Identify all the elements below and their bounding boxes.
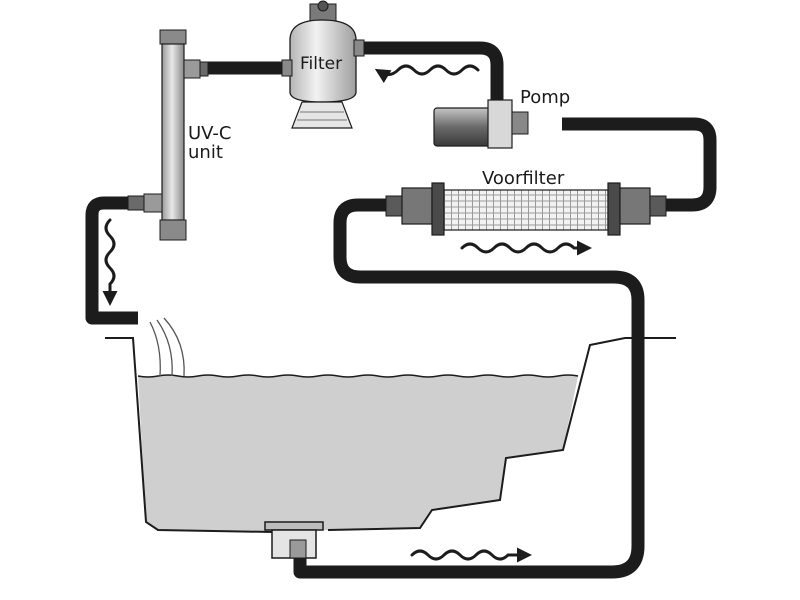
- pomp-motor-housing: [433, 107, 493, 147]
- filter-tank: [289, 19, 357, 103]
- uvc-bottom-fitting: [127, 195, 145, 211]
- voorfilter-right-cap-outer: [649, 195, 667, 217]
- filter-label: Filter: [300, 54, 343, 74]
- pomp-outlet: [511, 111, 529, 135]
- pond-rim: [105, 337, 676, 533]
- bottom-drain: [264, 521, 324, 559]
- pomp-label: Pomp: [520, 87, 571, 108]
- bottom-drain-outlet: [289, 539, 307, 559]
- pond-water: [138, 375, 578, 532]
- uvc-label: UV-C unit: [188, 123, 232, 163]
- flow-arrow-filter-to-pomp-side: [374, 64, 480, 84]
- pomp-device: [433, 99, 529, 149]
- filter-valve-knob: [317, 0, 329, 12]
- filter-stand: [291, 101, 353, 129]
- uvc-tube: [161, 43, 185, 221]
- pond: [105, 317, 676, 533]
- voorfilter-device: [385, 182, 667, 236]
- return-water-stream: [149, 317, 185, 377]
- voorfilter-left-collar: [431, 182, 445, 236]
- water-surface: [137, 374, 579, 378]
- voorfilter-left-cap-outer: [385, 195, 403, 217]
- voorfilter-right-cap: [619, 187, 651, 225]
- uvc-label-line2: unit: [188, 141, 223, 163]
- filter-right-port: [353, 39, 365, 57]
- flow-arrow-voorfilter: [460, 240, 592, 256]
- uvc-bottom-elbow: [143, 193, 163, 213]
- voorfilter-mesh-cylinder: [443, 189, 609, 231]
- flow-arrow-bottom: [410, 547, 532, 563]
- pipe-bottom-drain-to-voorfilter: [293, 198, 645, 579]
- filter-left-port: [281, 59, 293, 77]
- bottom-drain-flange: [264, 521, 324, 531]
- pipe-voorfilter-to-pomp: [562, 117, 717, 212]
- voorfilter-right-collar: [607, 182, 621, 236]
- flow-arrows: [102, 64, 592, 563]
- pipes: [85, 41, 717, 579]
- uvc-label-line1: UV-C: [188, 123, 232, 144]
- uvc-device: [127, 29, 209, 241]
- pipe-pomp-to-filter: [360, 41, 504, 103]
- filter-device: [281, 0, 365, 129]
- flow-arrow-to-pond: [102, 218, 118, 306]
- uvc-bottom-cap: [159, 219, 187, 241]
- pipe-uvc-to-pond: [85, 196, 138, 325]
- pomp-head: [487, 99, 513, 149]
- voorfilter-label: Voorfilter: [482, 168, 565, 189]
- voorfilter-left-cap: [401, 187, 433, 225]
- uvc-top-fitting: [199, 61, 209, 77]
- uvc-top-elbow: [183, 59, 201, 79]
- uvc-top-cap: [159, 29, 187, 45]
